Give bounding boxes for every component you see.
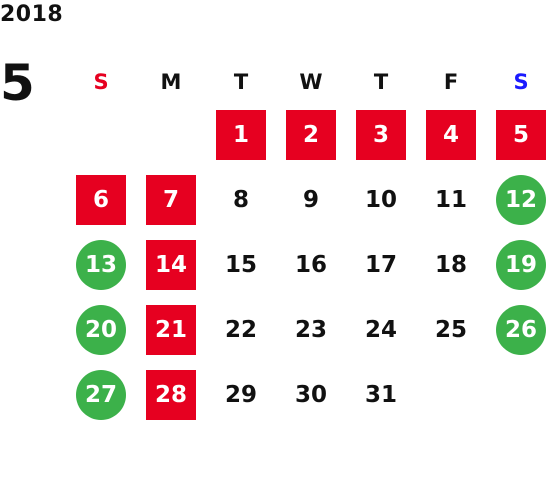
day-cell[interactable]: 29 [206,362,276,427]
day-number: 12 [496,174,546,225]
day-number: 15 [224,251,257,278]
weekday-header: S [513,70,529,94]
day-cell[interactable]: 3 [346,102,416,167]
day-cell[interactable]: 9 [276,167,346,232]
day-number: 27 [76,369,126,420]
day-cell[interactable]: 16 [276,232,346,297]
day-number: 13 [76,239,126,290]
day-cell[interactable]: 14 [136,232,206,297]
day-number: 5 [496,109,546,160]
day-cell[interactable]: 25 [416,297,486,362]
weekday-header: T [373,70,389,94]
day-cell[interactable]: 24 [346,297,416,362]
day-number: 21 [146,304,196,355]
day-number: 3 [356,109,406,160]
empty-day-cell [66,102,136,167]
day-cell[interactable]: 26 [486,297,548,362]
day-cell[interactable]: 6 [66,167,136,232]
day-cell[interactable]: 20 [66,297,136,362]
day-number: 2 [286,109,336,160]
day-cell[interactable]: 19 [486,232,548,297]
day-number: 31 [364,381,397,408]
day-cell[interactable]: 7 [136,167,206,232]
day-cell[interactable]: 1 [206,102,276,167]
day-number: 25 [434,316,467,343]
day-number: 20 [76,304,126,355]
day-number: 6 [76,174,126,225]
day-number: 18 [434,251,467,278]
empty-day-cell [136,102,206,167]
day-number: 9 [302,186,319,213]
day-cell[interactable]: 18 [416,232,486,297]
day-number: 16 [294,251,327,278]
day-number: 17 [364,251,397,278]
day-cell[interactable]: 23 [276,297,346,362]
day-number: 26 [496,304,546,355]
day-number: 24 [364,316,397,343]
day-number: 29 [224,381,257,408]
weekday-header: T [233,70,249,94]
day-cell[interactable]: 2 [276,102,346,167]
day-cell[interactable]: 11 [416,167,486,232]
day-number: 11 [434,186,467,213]
day-number: 23 [294,316,327,343]
weekday-header: W [299,70,323,94]
day-cell[interactable]: 13 [66,232,136,297]
day-number: 28 [146,369,196,420]
weekday-header: F [443,70,459,94]
day-number: 8 [232,186,249,213]
day-number: 19 [496,239,546,290]
day-cell[interactable]: 15 [206,232,276,297]
day-cell[interactable]: 31 [346,362,416,427]
weekday-header: S [93,70,109,94]
day-cell[interactable]: 10 [346,167,416,232]
day-cell[interactable]: 17 [346,232,416,297]
day-cell[interactable]: 27 [66,362,136,427]
day-cell[interactable]: 28 [136,362,206,427]
day-cell[interactable]: 5 [486,102,548,167]
day-cell[interactable]: 8 [206,167,276,232]
day-number: 10 [364,186,397,213]
day-number: 1 [216,109,266,160]
weekday-header: M [160,70,182,94]
day-number: 14 [146,239,196,290]
calendar-year: 2018 [0,2,64,27]
day-number: 4 [426,109,476,160]
calendar-month-number: 5 [0,54,35,112]
day-cell[interactable]: 21 [136,297,206,362]
day-cell[interactable]: 22 [206,297,276,362]
day-cell[interactable]: 4 [416,102,486,167]
day-cell[interactable]: 30 [276,362,346,427]
day-number: 7 [146,174,196,225]
day-number: 22 [224,316,257,343]
day-number: 30 [294,381,327,408]
day-cell[interactable]: 12 [486,167,548,232]
